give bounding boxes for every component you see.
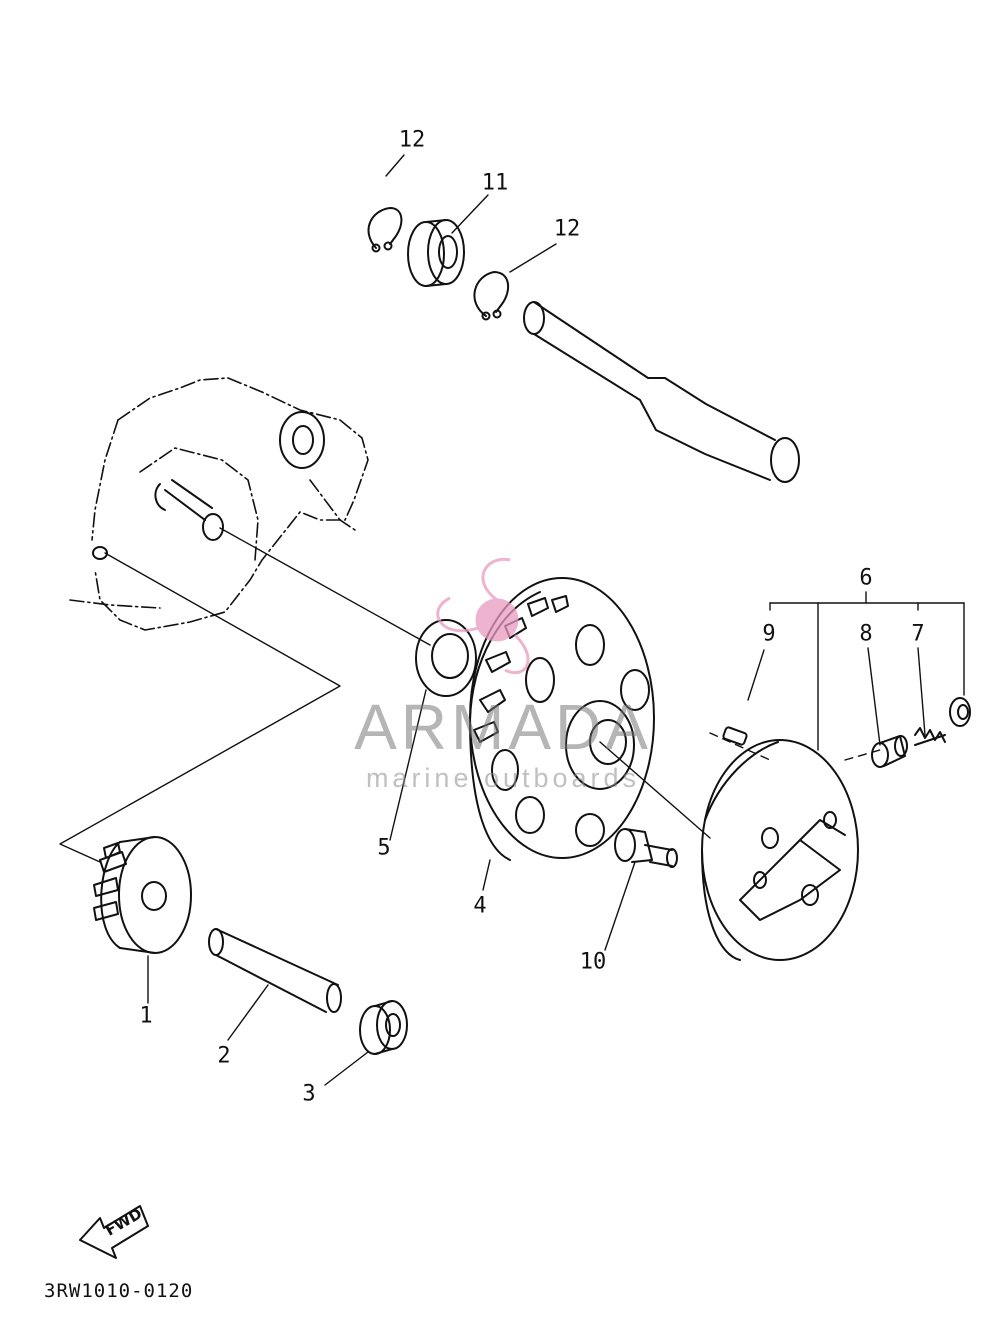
- part-12-circlip-lower: [473, 271, 510, 321]
- callout-1: 1: [139, 1003, 153, 1029]
- crankcase-boss: [154, 411, 325, 541]
- dowel-hole: [92, 546, 108, 560]
- callout-2: 2: [217, 1043, 231, 1069]
- callout-10: 10: [579, 949, 607, 975]
- callout-5: 5: [377, 835, 391, 861]
- part-2-pin: [208, 928, 342, 1013]
- callout-8: 8: [859, 621, 873, 647]
- part-7-spring: [914, 697, 971, 746]
- callout-9: 9: [762, 621, 776, 647]
- part-11-bearing: [407, 219, 465, 287]
- diagram-code: 3RW1010-0120: [44, 1280, 194, 1302]
- callout-12-lower: 12: [553, 216, 581, 242]
- fwd-arrow: [79, 1205, 149, 1259]
- callout-3: 3: [302, 1081, 316, 1107]
- watermark-title: ARMADA: [354, 691, 652, 763]
- callout-4: 4: [473, 893, 487, 919]
- part-1-gear: [93, 836, 192, 954]
- exploded-leader-lines: [59, 154, 965, 1086]
- callout-12-upper: 12: [398, 127, 426, 153]
- callout-6: 6: [859, 565, 873, 591]
- part-12-circlip-upper: [367, 207, 403, 253]
- callout-7: 7: [911, 621, 925, 647]
- watermark-subtitle: marine outboards: [365, 763, 641, 793]
- part-4-starter-gear: [469, 577, 655, 861]
- callout-11: 11: [481, 170, 509, 196]
- part-5-washer: [415, 619, 477, 697]
- part-8-plunger: [871, 735, 908, 768]
- part-3-bushing: [359, 1000, 408, 1055]
- crankcase-outline: [69, 377, 369, 631]
- part-6-clutch: [701, 739, 859, 961]
- part-9-roller: [722, 726, 748, 746]
- armada-watermark-logo: [436, 557, 530, 675]
- part-10-bolt: [614, 828, 678, 868]
- shaft: [523, 301, 800, 483]
